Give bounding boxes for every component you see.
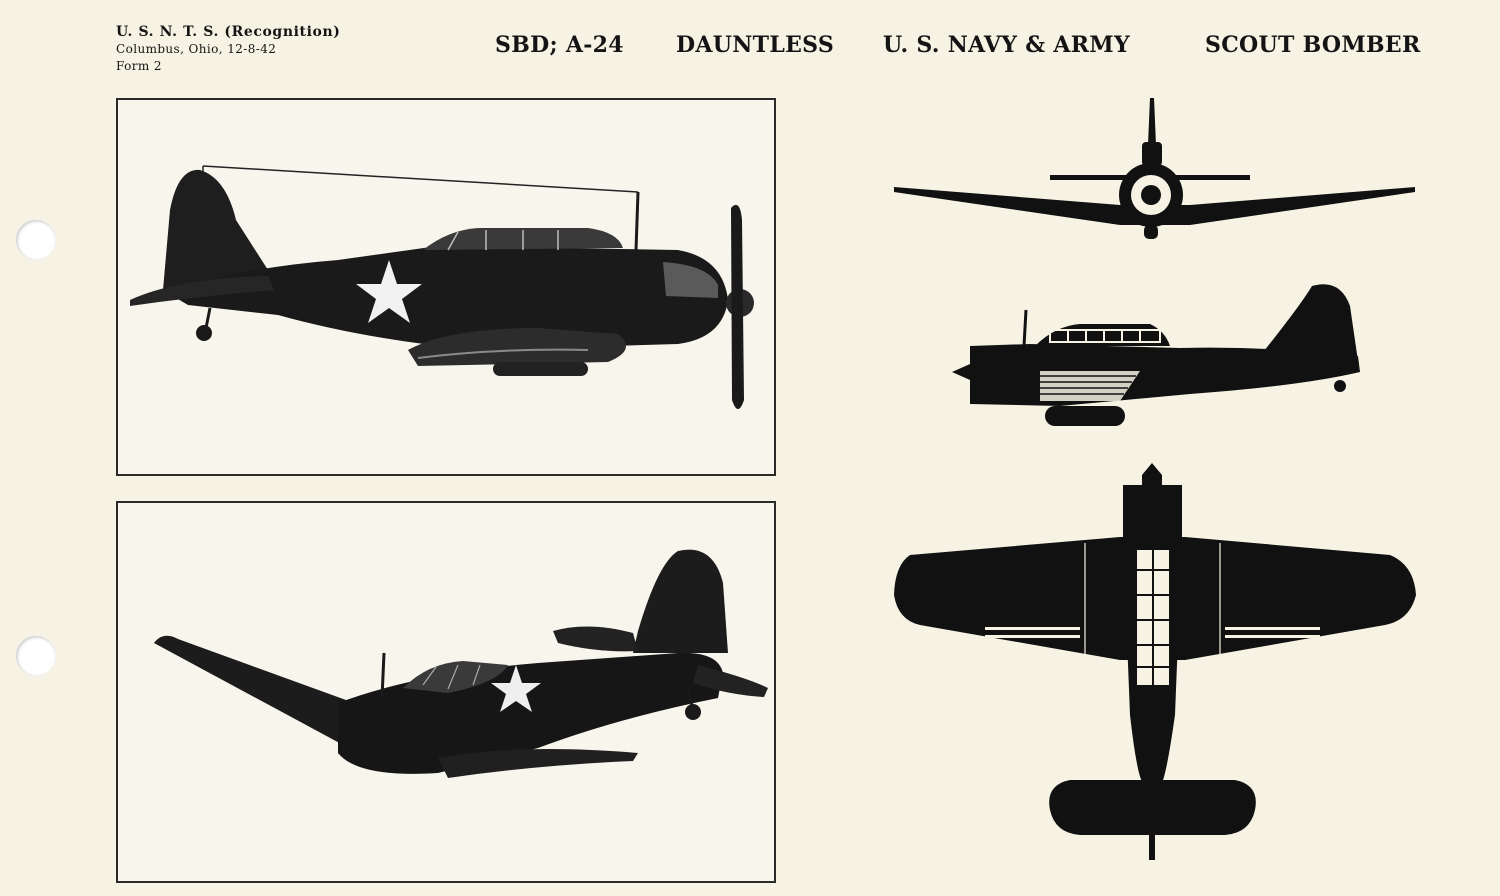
designation-title: SBD; A-24	[495, 32, 624, 58]
aircraft-banking-photo	[116, 501, 776, 883]
form-label: Form 2	[116, 59, 162, 73]
top-view-image	[894, 463, 1416, 860]
binder-hole	[16, 220, 56, 260]
organization-label: U. S. N. T. S. (Recognition)	[116, 24, 341, 40]
service-title: U. S. NAVY & ARMY	[883, 32, 1130, 58]
front-view-silhouette	[880, 90, 1425, 250]
aircraft-banking-image	[154, 549, 768, 778]
location-date-label: Columbus, Ohio, 12-8-42	[116, 42, 277, 56]
aircraft-side-image	[130, 165, 754, 409]
aircraft-side-photo	[116, 98, 776, 476]
front-view-image	[894, 98, 1415, 239]
binder-hole	[16, 636, 56, 676]
side-view-image	[952, 284, 1360, 426]
header-block: U. S. N. T. S. (Recognition) Columbus, O…	[116, 24, 340, 75]
side-view-silhouette	[940, 276, 1370, 436]
aircraft-name-title: DAUNTLESS	[676, 32, 835, 58]
top-view-silhouette	[880, 455, 1425, 875]
role-title: SCOUT BOMBER	[1205, 32, 1421, 58]
